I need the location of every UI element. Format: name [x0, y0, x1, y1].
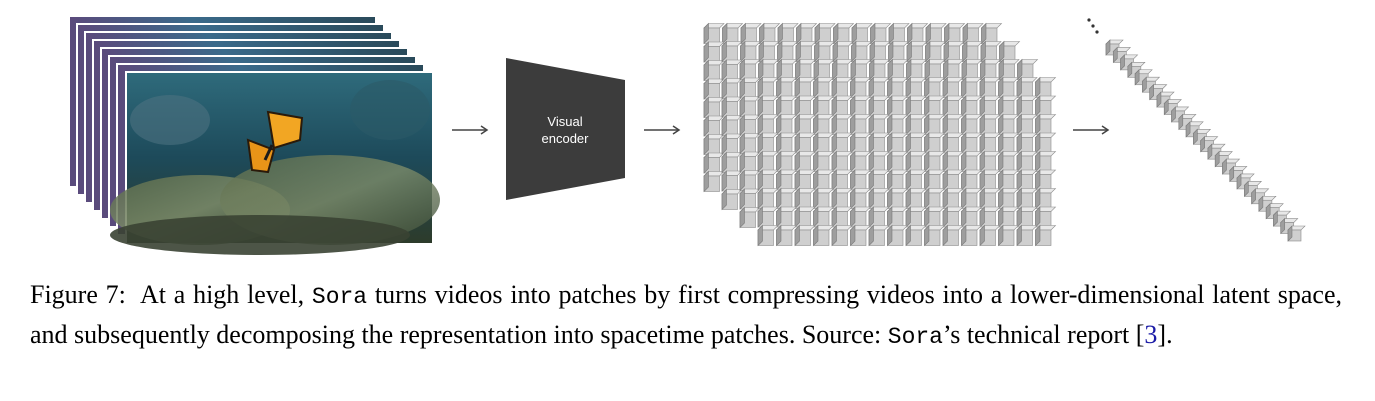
- figure-caption: Figure 7: At a high level, Sora turns vi…: [30, 276, 1342, 356]
- sora-patch-diagram: Visual encoder: [68, 15, 1306, 255]
- caption-text-3: ’s technical report [: [942, 320, 1145, 349]
- video-frame-front: [110, 71, 440, 255]
- butterfly-image: [246, 110, 304, 174]
- citation-link[interactable]: 3: [1144, 320, 1158, 349]
- arrow-right-icon: [644, 125, 681, 135]
- caption-text-2: turns videos into patches by first compr…: [30, 280, 1343, 349]
- arrow-right-icon: [452, 125, 489, 135]
- model-name: Sora: [311, 284, 368, 310]
- ellipsis-dots-icon: [1087, 18, 1099, 34]
- visual-encoder-block: Visual encoder: [506, 58, 625, 200]
- latent-patch-cube: [703, 22, 1057, 247]
- caption-text-1: At a high level,: [140, 280, 305, 309]
- encoder-label-line2: encoder: [542, 131, 590, 146]
- encoder-label-line1: Visual: [547, 114, 582, 129]
- model-name-2: Sora: [887, 324, 943, 350]
- figure-label: Figure 7:: [30, 280, 126, 309]
- caption-text-4: ].: [1157, 320, 1173, 349]
- spacetime-patch-sequence: [1105, 39, 1306, 242]
- video-frames-stack: [68, 15, 440, 255]
- arrow-right-icon: [1073, 125, 1110, 135]
